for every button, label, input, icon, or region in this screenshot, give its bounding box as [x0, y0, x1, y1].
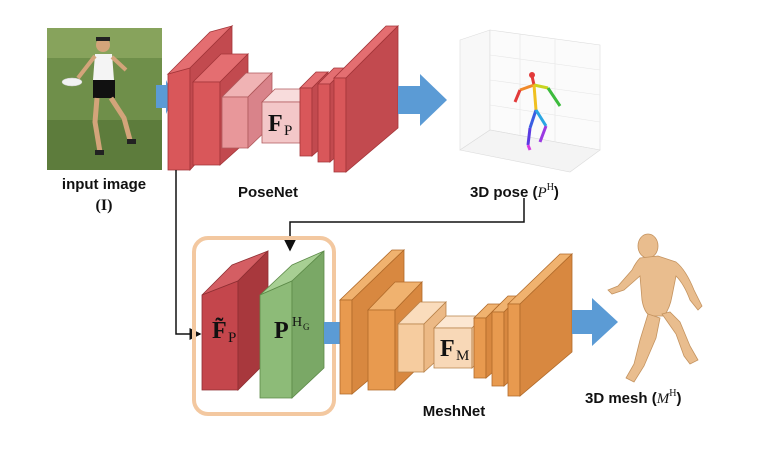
svg-text:3D mesh (MH): 3D mesh (MH) — [585, 388, 681, 407]
mesh-3d-suffix: ) — [676, 390, 681, 407]
heatmap-feature: P — [274, 318, 289, 344]
fused-feature-sub: P — [228, 330, 236, 346]
posenet-decoder — [299, 25, 399, 173]
mesh-3d-symbol: M — [656, 391, 671, 407]
meshnet-feature-sub: M — [456, 348, 469, 364]
pose-3d-label: 3D pose ( — [470, 184, 538, 201]
mesh-3d-label: 3D mesh ( — [585, 390, 657, 407]
pose-3d-sup: H — [547, 182, 554, 193]
heatmap-block — [259, 250, 325, 399]
mesh-3d-sup: H — [669, 388, 676, 399]
fused-feature: F̃ — [212, 318, 227, 344]
meshnet-feature: F — [440, 336, 455, 362]
posenet-output-arrow — [398, 74, 447, 126]
meshnet-output-arrow — [572, 298, 618, 346]
pose-feedback-arrow — [284, 198, 525, 252]
input-image-label: input image — [62, 176, 146, 193]
pose-3d-suffix: ) — [554, 184, 559, 201]
input-image-symbol: (I) — [96, 197, 113, 214]
fusion-arrow — [324, 322, 344, 344]
meshnet-decoder — [473, 253, 573, 397]
mesh-3d-figure — [607, 233, 703, 383]
posenet-encoder — [166, 25, 314, 172]
svg-text:3D pose (PH): 3D pose (PH) — [470, 182, 559, 201]
posenet-feature-sub: P — [284, 123, 292, 139]
meshnet-encoder — [339, 249, 485, 395]
posenet-feature: F — [268, 111, 283, 137]
meshnet-label: MeshNet — [423, 403, 486, 420]
heatmap-sup-sub: G — [303, 322, 310, 332]
pose-3d-plot — [459, 29, 601, 173]
posenet-label: PoseNet — [238, 184, 298, 201]
input-image — [47, 28, 162, 170]
skip-connection-arrow — [175, 170, 202, 340]
pose-3d-symbol: P — [537, 185, 547, 201]
heatmap-sup: H — [292, 315, 302, 330]
